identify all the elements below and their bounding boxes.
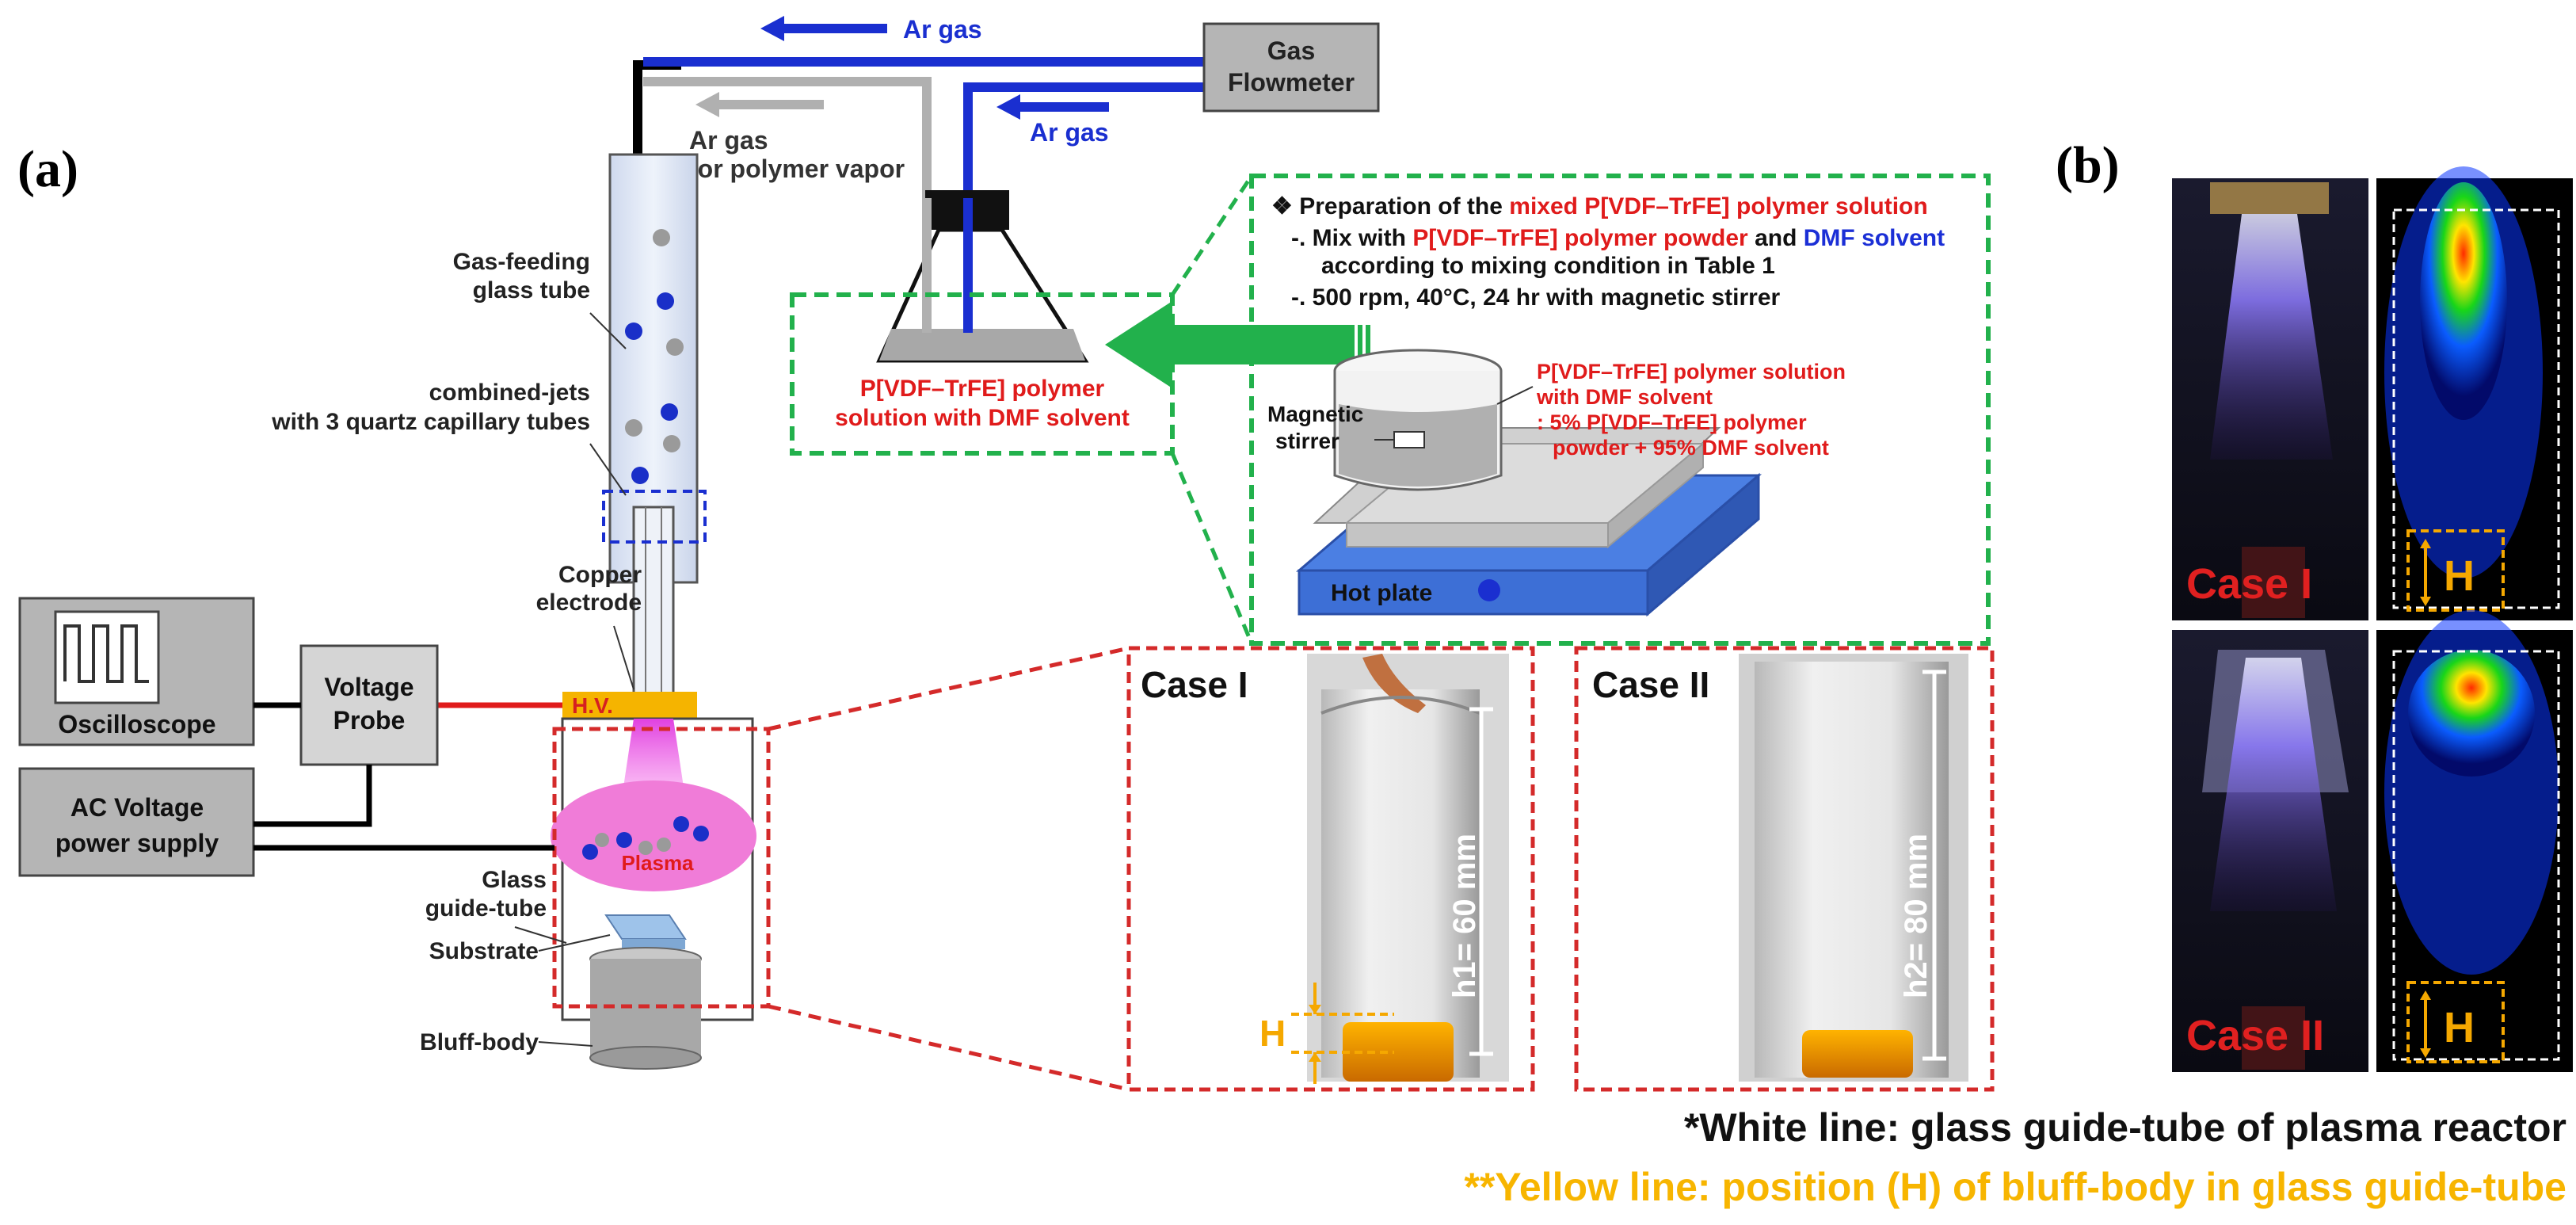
voltage-probe: Voltage Probe [299, 644, 439, 766]
green-connector-bottom [1170, 452, 1254, 644]
solution-note-4: powder + 95% DMF solvent [1553, 436, 1829, 460]
copper-label-1: Copper [558, 562, 642, 588]
combined-jets-label-1: combined-jets [429, 380, 590, 406]
magnetic-label-1: Magnetic [1267, 402, 1363, 426]
solution-label-box [790, 292, 1175, 456]
prep-mix-line: -. Mix with P[VDF–TrFE] polymer powder a… [1291, 225, 1945, 251]
prep-title: ❖ Preparation of the mixed P[VDF–TrFE] p… [1271, 193, 1928, 219]
gas-lines [626, 16, 1204, 317]
hot-plate-label: Hot plate [1331, 580, 1432, 606]
supply-cable [253, 765, 372, 827]
case-2-title: Case II [1592, 664, 1709, 705]
case-1-title: Case I [1141, 664, 1248, 705]
gas-feeding-label-2: glass tube [473, 277, 590, 303]
copper-label-2: electrode [536, 590, 642, 616]
oscilloscope-label: Oscilloscope [58, 710, 215, 738]
magnetic-stir-bar [1393, 431, 1425, 448]
flowmeter-label-2: Flowmeter [1228, 68, 1355, 97]
solution-label-2: solution with DMF solvent [835, 405, 1130, 431]
prep-stir-line: -. 500 rpm, 40°C, 24 hr with magnetic st… [1291, 284, 1781, 311]
footer-white-line-note: *White line: glass guide-tube of plasma … [1684, 1105, 2566, 1150]
ar-gas-top-label: Ar gas [903, 15, 982, 44]
b-h-label-1: H [2444, 552, 2475, 600]
ac-power-supply: AC Voltage power supply [18, 767, 255, 877]
glass-guide-tube [551, 717, 756, 1070]
solution-label-1: P[VDF–TrFE] polymer [860, 376, 1105, 402]
solution-note-1: P[VDF–TrFE] polymer solution [1537, 360, 1846, 384]
case-1-discharge-photo [2172, 178, 2368, 620]
hv-label: H.V. [572, 693, 613, 718]
voltage-probe-label-1: Voltage [324, 673, 413, 701]
ac-supply-label-2: power supply [55, 829, 219, 857]
gas-feeding-tube [608, 153, 699, 699]
case-1-height: h1= 60 mm [1447, 834, 1482, 998]
footer-yellow-line-note: **Yellow line: position (H) of bluff-bod… [1464, 1165, 2566, 1209]
green-connector-top [1170, 174, 1254, 296]
solution-note-3: : 5% P[VDF–TrFE] polymer [1537, 410, 1807, 434]
combined-jets-highlight [602, 490, 707, 544]
b-case-2-label: Case II [2186, 1012, 2324, 1059]
bluff-body-label: Bluff-body [420, 1029, 539, 1055]
ar-gas-vapor-label-1: Ar gas [689, 126, 768, 155]
ar-gas-vapor-label-2: for polymer vapor [689, 155, 905, 183]
red-connector-bottom [768, 1004, 1130, 1092]
gas-feeding-label-1: Gas-feeding [453, 249, 590, 275]
hot-plate-knob [1478, 579, 1500, 601]
plasma-label: Plasma [621, 851, 694, 875]
flowmeter-label-1: Gas [1267, 36, 1315, 65]
copper-electrode [562, 692, 697, 719]
case-2-height: h2= 80 mm [1899, 834, 1934, 998]
panel-a-label: (a) [17, 140, 78, 198]
substrate-label: Substrate [429, 938, 539, 964]
ac-supply-label-1: AC Voltage [70, 793, 204, 822]
preparation-box [1249, 174, 1991, 646]
voltage-probe-label-2: Probe [333, 706, 406, 735]
b-case-1-label: Case I [2186, 560, 2312, 608]
hot-plate-illustration [1295, 349, 1762, 617]
b-h-label-2: H [2444, 1004, 2475, 1051]
erlenmeyer-flask [876, 190, 1089, 363]
combined-jets-label-2: with 3 quartz capillary tubes [271, 409, 590, 435]
case-1-intensity-map [2376, 166, 2573, 620]
oscilloscope: Oscilloscope [18, 597, 255, 746]
case-2-photo [1574, 646, 1995, 1092]
case-1-h-marker: H [1259, 1013, 1286, 1054]
case-2-intensity-map [2376, 610, 2573, 1072]
glass-guide-label-1: Glass [482, 867, 547, 893]
reaction-zone-highlight [552, 727, 771, 1009]
red-connector-top [768, 646, 1130, 731]
solution-note-2: with DMF solvent [1536, 385, 1713, 409]
ar-gas-right-label: Ar gas [1030, 118, 1109, 147]
green-arrow [1105, 301, 1370, 388]
glass-guide-label-2: guide-tube [425, 895, 547, 922]
case-2-discharge-photo [2172, 630, 2368, 1072]
magnetic-label-2: stirrer [1275, 429, 1339, 453]
case-1-photo [1126, 646, 1535, 1092]
gas-flowmeter: Gas Flowmeter [1202, 22, 1380, 113]
panel-b-label: (b) [2056, 136, 2120, 194]
prep-mix-line-2: according to mixing condition in Table 1 [1321, 253, 1775, 279]
